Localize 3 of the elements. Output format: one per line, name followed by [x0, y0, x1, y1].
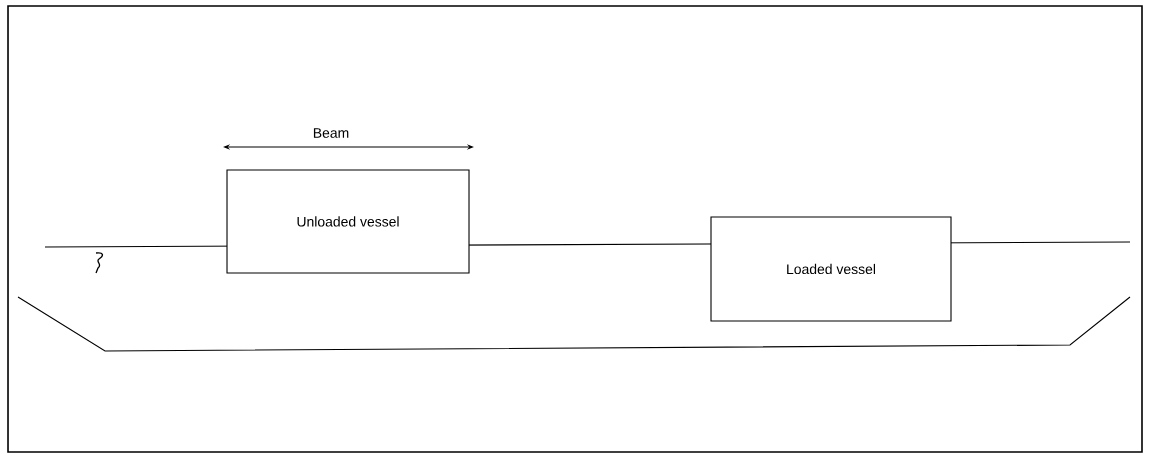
dimension-label: Beam: [313, 128, 349, 138]
vessel-box: Unloaded vessel: [226, 169, 470, 274]
vessel-box: Loaded vessel: [710, 216, 952, 322]
